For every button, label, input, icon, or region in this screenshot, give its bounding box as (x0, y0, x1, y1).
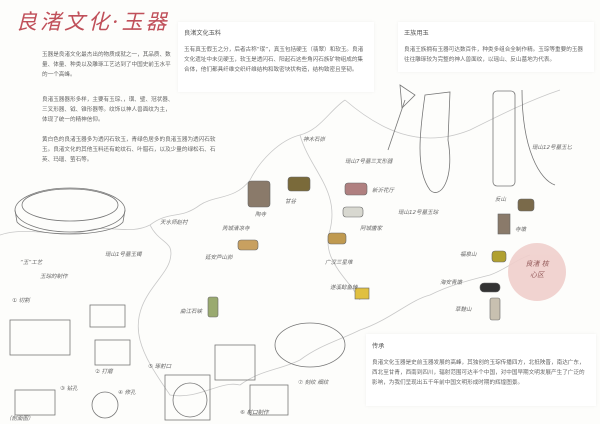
royal-text: 良渚王族拥有玉器可达数百件，种类多组合全制作精。玉琮等重要的玉器往往雕琢较为完整… (404, 47, 584, 63)
legacy-text: 良渚文化玉器是史前玉器发展的高峰，其独创的玉琮传播四方，北抵陕晋，南达广东，西北… (372, 360, 585, 386)
map-site-label: 广汉三星堆 (325, 260, 353, 266)
legacy-heading: 传承 (372, 343, 385, 350)
core-area-stamp: 良渚 核心区 (508, 243, 566, 301)
map-site-label: 天水师赵村 (160, 220, 188, 226)
craft-step: ④ 修孔 (118, 390, 136, 396)
intro-paragraph-2: 良渚玉器器形多样，主要有玉琮、，璜、璧、冠状器、三叉形器、钺、锥形器等。纹饰以神… (42, 97, 174, 123)
map-site-label: 曲江石峡 (180, 309, 203, 315)
craft-drawings (9, 304, 346, 421)
craft-subtitle: 玉琮的制作 (40, 274, 68, 280)
bracelet-label: 瑶山1号墓玉镯 (105, 252, 142, 258)
craft-step: ③ 钻孔 (60, 386, 78, 392)
material-text: 玉有真玉假玉之分，后者古称“珉”，真玉包括硬玉（翡翠）和软玉。良渚文化遗址中未见… (184, 47, 364, 73)
craft-step: ① 切割 (12, 298, 30, 304)
royal-heading: 王族用玉 (404, 30, 429, 37)
royal-jade-drawings (387, 84, 556, 193)
trident-label: 瑶山7号墓三叉形器 (345, 159, 393, 165)
map-site-label: 陶寺 (255, 212, 267, 218)
awl-label: 瑶山12号墓玉匕 (532, 145, 572, 151)
craft-step: （剖面图） (6, 416, 34, 422)
map-site-label: 福泉山 (460, 252, 477, 258)
craft-step: ⑤ 琢射口 (148, 364, 172, 370)
map-site-label: 海安青墩 (440, 280, 463, 286)
map-site-label: 寺墩 (515, 227, 527, 233)
material-card: 良渚文化玉料 玉有真玉假玉之分，后者古称“珉”，真玉包括硬玉（翡翠）和软玉。良渚… (178, 22, 374, 92)
map-site-label: 草鞋山 (455, 307, 472, 313)
cong-label: 瑶山12号墓玉琮 (398, 210, 438, 216)
page-title: 良渚文化·玉器 (16, 10, 170, 34)
craft-step: ⑦ 刻纹 细纹 (298, 380, 329, 386)
map-site-label: 甘谷 (285, 199, 297, 205)
legacy-card: 传承 良渚文化玉器是史前玉器发展的高峰，其独创的玉琮传播四方，北抵陕晋，南达广东… (366, 334, 596, 406)
stamp-text: 良渚 核心区 (525, 260, 549, 279)
jade-objects (207, 176, 535, 321)
intro-paragraph-3: 黄白色的良渚玉器多为透闪石软玉，青绿色居多的良渚玉器为透闪石软玉。良渚文化的其他… (42, 137, 216, 163)
intro-paragraph-1: 玉器是良渚文化最杰出的物质成就之一，其品质、数量、体量、种类以及雕琢工艺达到了中… (42, 52, 171, 78)
jade-bracelet-drawing (14, 187, 126, 235)
craft-step: ⑥ 射口制作 (240, 410, 269, 416)
map-site-label: 遂溪鲶鱼转 (330, 285, 358, 291)
material-heading: 良渚文化玉料 (184, 30, 222, 37)
map-site-label: 反山 (495, 197, 507, 203)
map-outline (0, 89, 561, 397)
craft-title: “玉”工艺 (20, 260, 43, 266)
craft-step: ② 打磨 (95, 369, 113, 375)
royal-card: 王族用玉 良渚王族拥有玉器可达数百件，种类多组合全制作精。玉琮等重要的玉器往往雕… (398, 22, 594, 72)
map-site-label: 神木石峁 (303, 137, 326, 143)
map-site-label: 阿城唐家 (360, 226, 383, 232)
map-site-label: 延安芦山峁 (205, 255, 233, 261)
map-site-label: 芮城清凉寺 (222, 226, 250, 232)
map-site-label: 新沂花厅 (372, 188, 395, 194)
